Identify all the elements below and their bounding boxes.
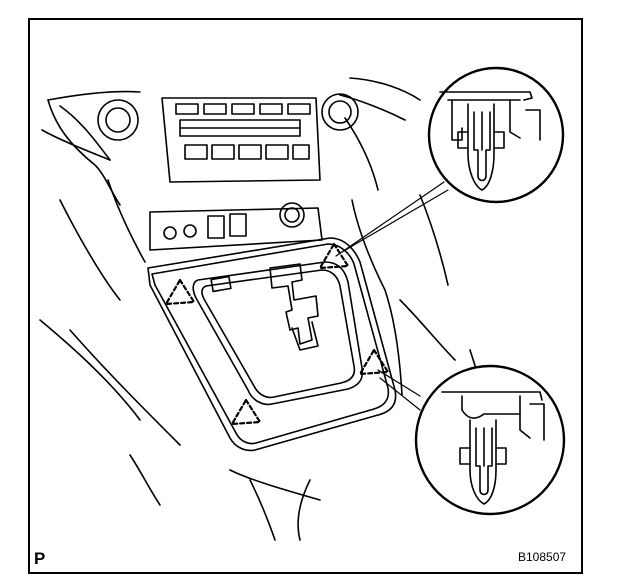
clip-marker-left — [164, 278, 196, 306]
corner-label: P — [34, 549, 46, 568]
console-body — [39, 179, 496, 541]
clip-markers — [164, 242, 390, 426]
dashboard-outline — [41, 77, 421, 206]
detail-circle-top — [427, 66, 565, 204]
vent-ring-right — [321, 93, 359, 131]
clip-marker-right — [358, 348, 390, 376]
detail-circle-bottom — [414, 364, 566, 516]
clip-marker-top-right — [318, 242, 350, 270]
shift-bezel — [147, 237, 397, 452]
clip-marker-bottom — [230, 398, 262, 426]
leader-lines — [335, 181, 449, 411]
figure-code: B108507 — [518, 550, 567, 564]
vent-ring-left — [97, 99, 139, 141]
audio-panel — [161, 97, 321, 183]
